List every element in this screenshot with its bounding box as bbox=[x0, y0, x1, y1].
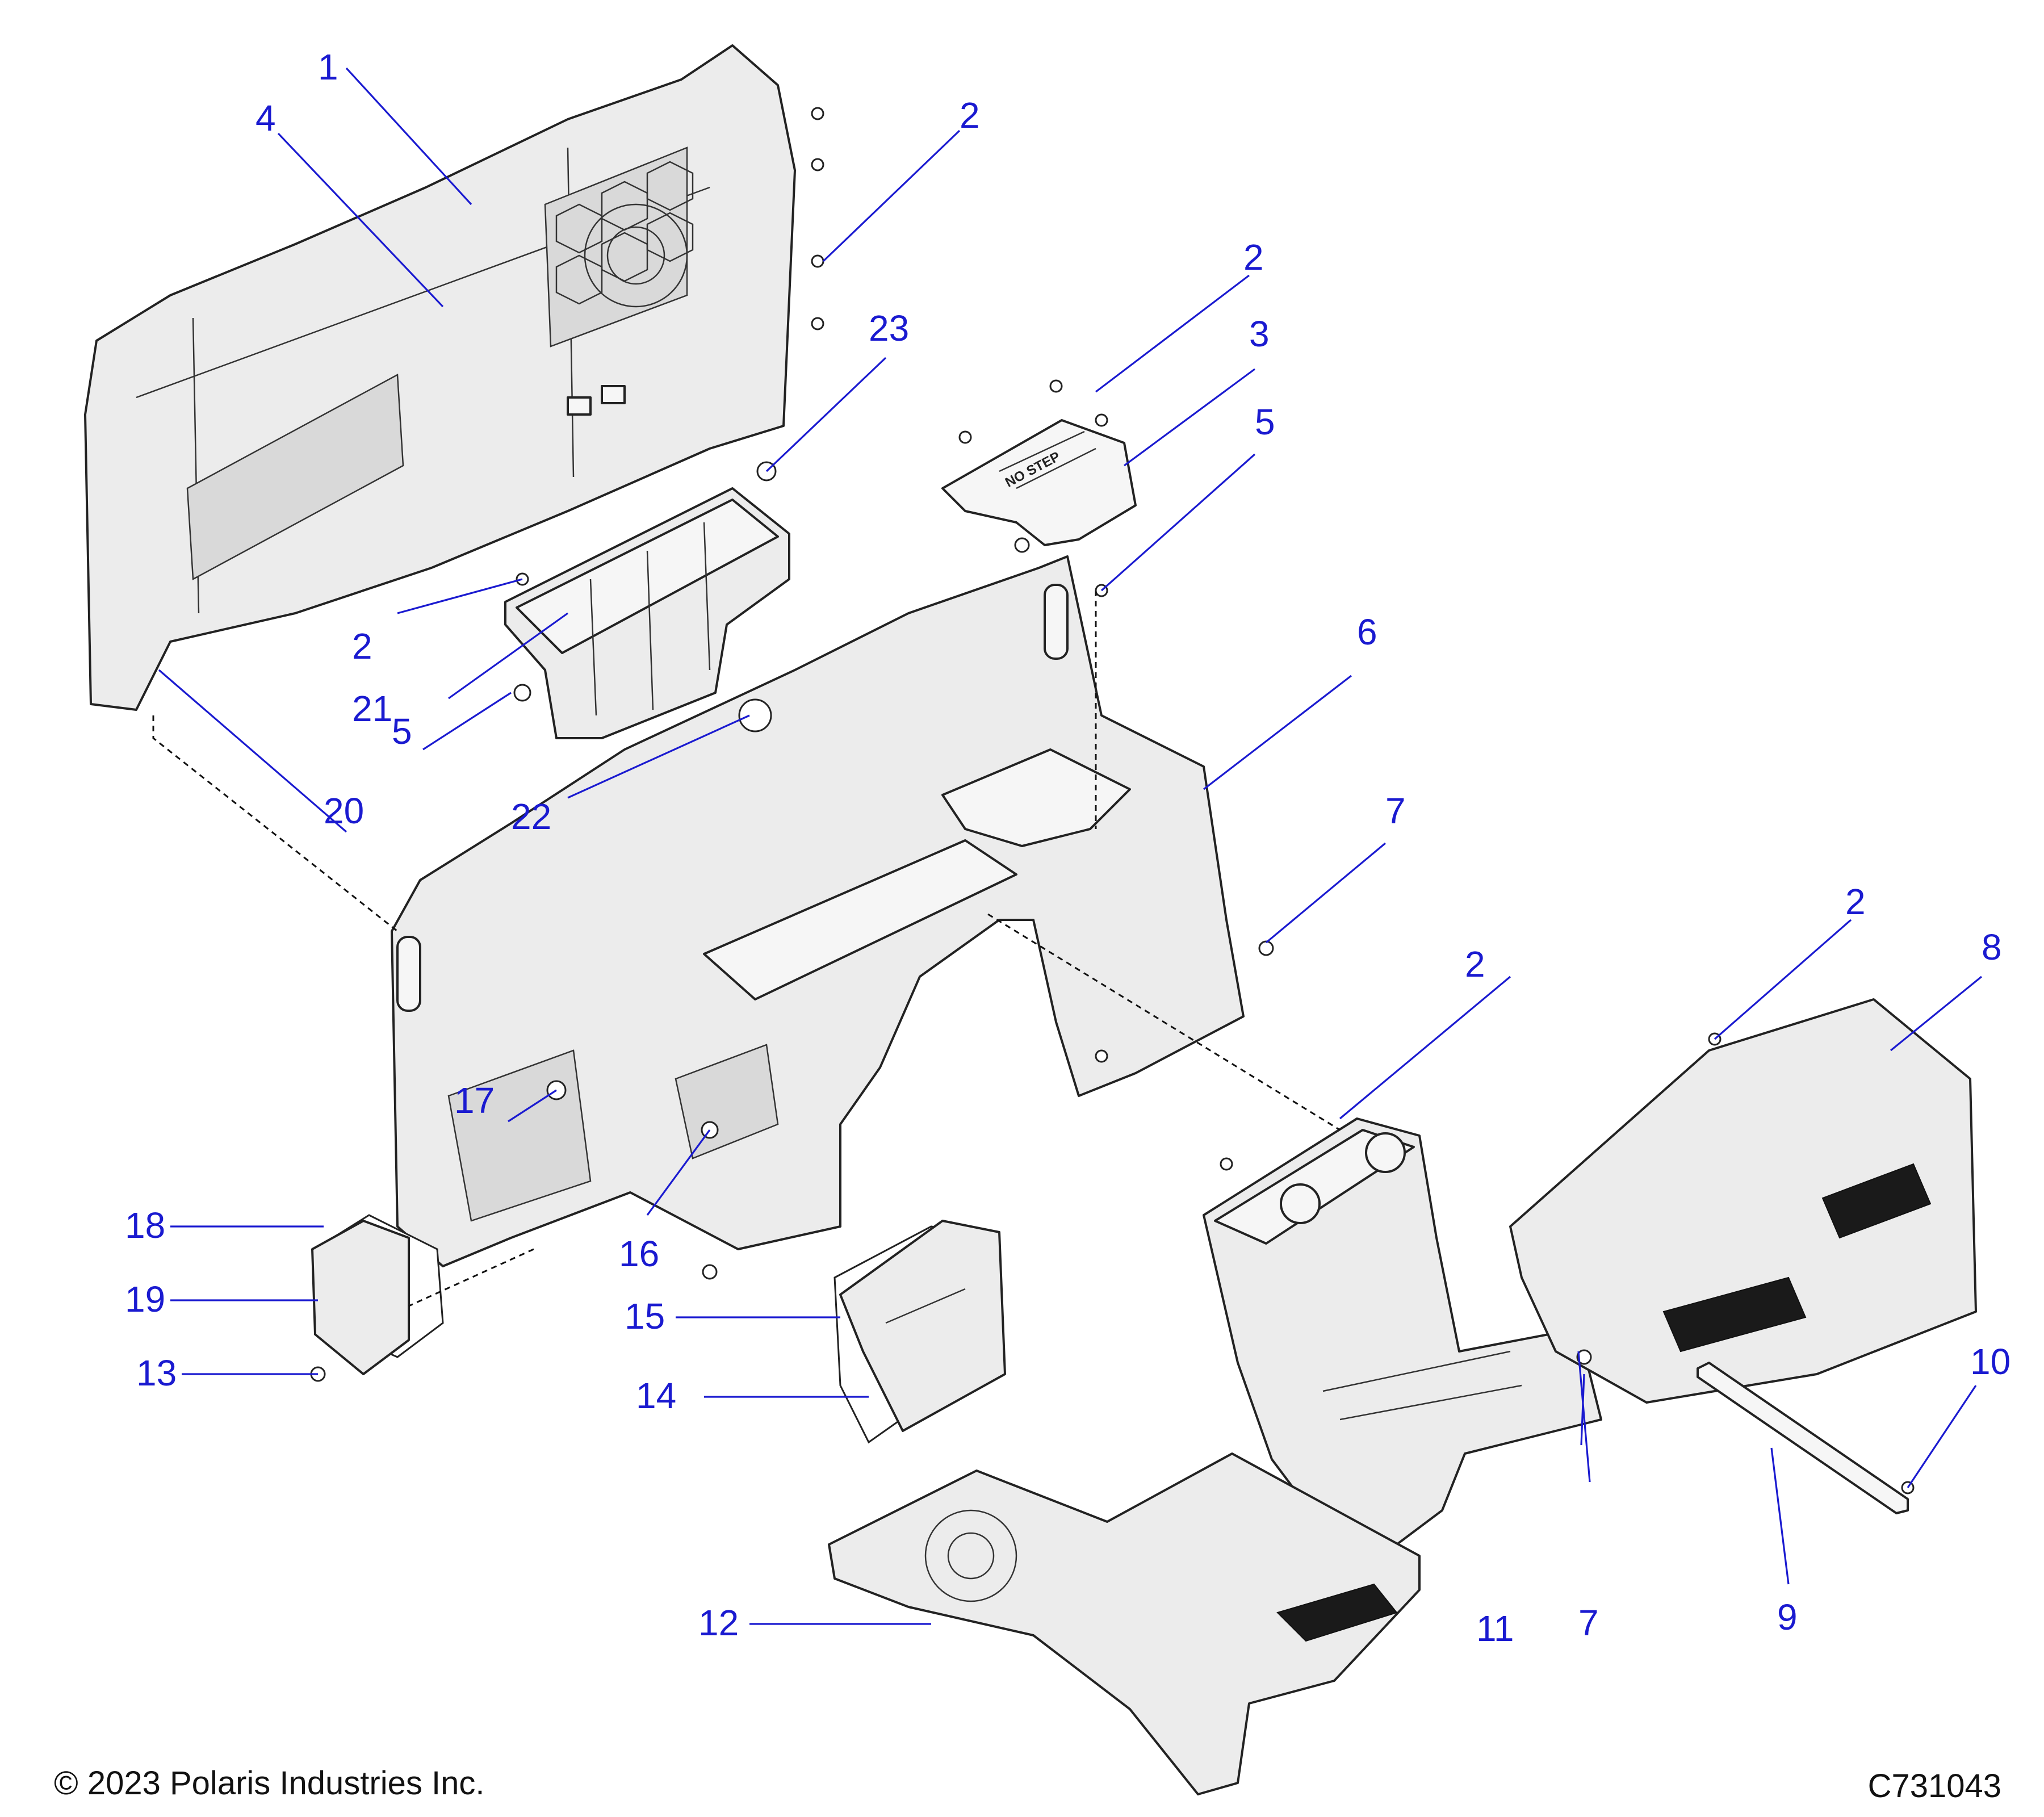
part-3-no-step-cover: NO STEP bbox=[941, 419, 1137, 546]
callout-2: 2 bbox=[960, 95, 980, 136]
grille-honeycomb bbox=[555, 161, 694, 308]
callout-23: 23 bbox=[869, 308, 909, 349]
callout-13: 13 bbox=[136, 1353, 177, 1393]
part-18-19-access-cover bbox=[311, 1214, 444, 1375]
callout-6: 6 bbox=[1357, 612, 1377, 652]
callout-18: 18 bbox=[125, 1205, 165, 1246]
callout-19: 19 bbox=[125, 1279, 165, 1320]
callout-7: 7 bbox=[1578, 1602, 1599, 1643]
callout-11: 11 bbox=[1476, 1608, 1514, 1649]
callout-3: 3 bbox=[1249, 313, 1270, 354]
part-12-front-floor-pan bbox=[828, 1452, 1421, 1795]
callout-2: 2 bbox=[1243, 237, 1264, 278]
callout-leaders bbox=[158, 67, 1983, 1625]
alignment-lines bbox=[152, 591, 1341, 1307]
callout-17: 17 bbox=[454, 1080, 495, 1121]
callout-10: 10 bbox=[1970, 1341, 2011, 1382]
callout-4: 4 bbox=[256, 98, 276, 139]
callout-8: 8 bbox=[1982, 927, 2002, 968]
callout-20: 20 bbox=[324, 790, 364, 831]
callout-1: 1 bbox=[318, 47, 338, 87]
callout-14: 14 bbox=[636, 1375, 676, 1416]
callout-16: 16 bbox=[619, 1233, 659, 1274]
part-6-dash-tub bbox=[391, 555, 1245, 1267]
callout-12: 12 bbox=[698, 1602, 739, 1643]
copyright-notice: © 2023 Polaris Industries Inc. bbox=[54, 1765, 484, 1802]
callout-5: 5 bbox=[1255, 401, 1275, 442]
callout-22: 22 bbox=[511, 796, 551, 837]
callout-21: 21 bbox=[352, 688, 392, 729]
part-21-storage-box bbox=[504, 487, 790, 739]
callout-2: 2 bbox=[1845, 881, 1866, 922]
part-14-15-battery-cover bbox=[833, 1220, 1006, 1444]
part-8-floor-pan bbox=[1509, 998, 1977, 1404]
part-11-center-console bbox=[1203, 1117, 1602, 1546]
callout-9: 9 bbox=[1777, 1597, 1798, 1638]
drawing-number: C731043 bbox=[1868, 1768, 2001, 1805]
callout-labels: 1 2 2 2 2 2 3 4 5 5 6 7 7 8 9 10 11 12 1… bbox=[125, 47, 2011, 1649]
callout-15: 15 bbox=[625, 1296, 665, 1337]
callout-2: 2 bbox=[1465, 944, 1485, 985]
callout-7: 7 bbox=[1385, 790, 1406, 831]
callout-5: 5 bbox=[392, 711, 412, 752]
part-1-firewall-panel bbox=[84, 44, 796, 711]
part-9-floor-brace bbox=[1697, 1362, 1909, 1514]
callout-2: 2 bbox=[352, 626, 372, 667]
